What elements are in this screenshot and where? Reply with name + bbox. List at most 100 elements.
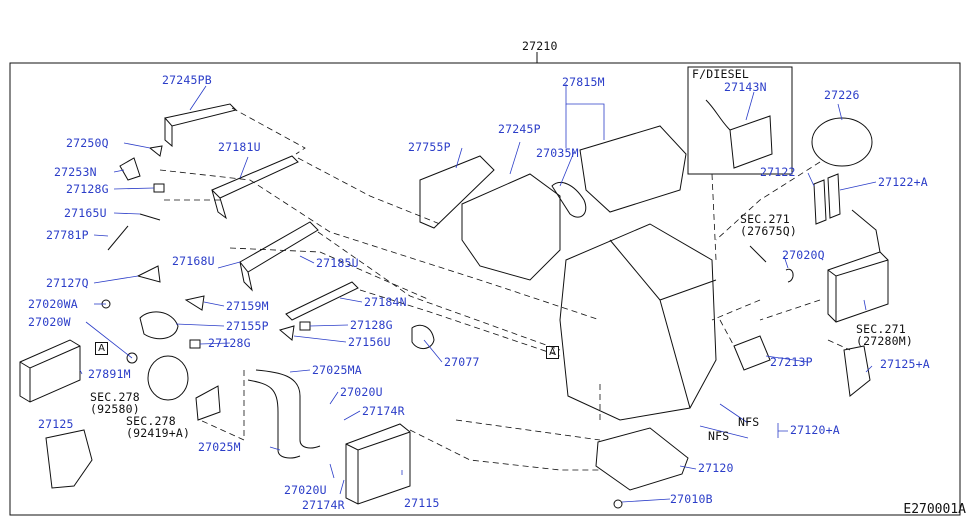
part-sec271-pipe: [851, 209, 881, 253]
dashed-guide-lines: [159, 107, 851, 471]
label-27020U-b[interactable]: 27020U: [284, 483, 327, 497]
label-27174R-a[interactable]: 27174R: [362, 404, 405, 418]
label-sec271-a[interactable]: SEC.271: [740, 212, 790, 226]
label-27120[interactable]: 27120: [698, 461, 734, 475]
label-sec278-a-ref: (92580): [90, 402, 140, 416]
figure-id: E270001A: [903, 502, 966, 517]
label-27250Q[interactable]: 27250Q: [66, 136, 109, 150]
part-sec278-bracket: [195, 385, 221, 421]
part-sec271-valve: [749, 245, 767, 263]
label-27891M[interactable]: 27891M: [88, 367, 131, 381]
label-27185U[interactable]: 27185U: [316, 256, 359, 270]
part-27781P: [107, 225, 129, 251]
part-27127Q: [136, 265, 161, 283]
marker-a-center: A: [546, 346, 559, 359]
diagram-frame: [9, 62, 961, 516]
marker-a-left: A: [95, 342, 108, 355]
part-27815M: [579, 125, 687, 213]
label-27025M[interactable]: 27025M: [198, 440, 241, 454]
label-27128G-a[interactable]: 27128G: [66, 182, 109, 196]
label-27181U[interactable]: 27181U: [218, 140, 261, 154]
label-27128G-c[interactable]: 27128G: [350, 318, 393, 332]
part-27253N: [119, 157, 141, 181]
label-27025MA[interactable]: 27025MA: [312, 363, 362, 377]
part-27165U: [139, 213, 161, 221]
label-27155P[interactable]: 27155P: [226, 319, 269, 333]
label-27020Q[interactable]: 27020Q: [782, 248, 825, 262]
part-27010B: [613, 499, 623, 509]
label-27115[interactable]: 27115: [404, 496, 440, 510]
label-f-diesel: F/DIESEL: [692, 67, 749, 81]
leader-lines: [79, 84, 877, 503]
part-27025M: [247, 379, 301, 459]
label-27120A[interactable]: 27120+A: [790, 423, 840, 437]
part-27181U: [211, 155, 299, 220]
label-27174R-b[interactable]: 27174R: [302, 498, 345, 512]
part-27122: [813, 179, 827, 225]
part-27128G-b: [189, 339, 201, 349]
label-sec271-a-ref: (27675Q): [740, 224, 797, 238]
label-27815M[interactable]: 27815M: [562, 75, 605, 89]
label-27125[interactable]: 27125: [38, 417, 74, 431]
label-nfs-2: NFS: [708, 429, 730, 443]
label-27156U[interactable]: 27156U: [348, 335, 391, 349]
part-27035M: [551, 182, 587, 218]
diesel-inset-box: [687, 66, 793, 175]
part-27115: [345, 423, 411, 505]
label-27128G-b[interactable]: 27128G: [208, 336, 251, 350]
label-27035M[interactable]: 27035M: [536, 146, 579, 160]
label-27159M[interactable]: 27159M: [226, 299, 269, 313]
part-27128G-c: [299, 321, 311, 331]
part-27125: [45, 429, 93, 489]
label-27226[interactable]: 27226: [824, 88, 860, 102]
label-27165U[interactable]: 27165U: [64, 206, 107, 220]
part-27020Q: [785, 268, 794, 283]
label-27253N[interactable]: 27253N: [54, 165, 97, 179]
label-27143N[interactable]: 27143N: [724, 80, 767, 94]
part-27025MA: [255, 369, 321, 449]
label-27245P[interactable]: 27245P: [498, 122, 541, 136]
part-27077: [411, 324, 435, 349]
part-27155P: [139, 311, 179, 340]
label-27020W[interactable]: 27020W: [28, 315, 71, 329]
part-27120A-unit: [559, 223, 717, 421]
label-27755P[interactable]: 27755P: [408, 140, 451, 154]
label-27184N[interactable]: 27184N: [364, 295, 407, 309]
label-sec278-b-ref: (92419+A): [126, 426, 191, 440]
label-nfs-1: NFS: [738, 415, 760, 429]
part-27122A: [827, 173, 841, 219]
label-27213P[interactable]: 27213P: [770, 355, 813, 369]
label-27127Q[interactable]: 27127Q: [46, 276, 89, 290]
part-27245P: [461, 173, 561, 281]
label-27210: 27210: [522, 39, 558, 53]
label-27122A[interactable]: 27122+A: [878, 175, 928, 189]
part-27226: [811, 117, 873, 167]
label-27168U[interactable]: 27168U: [172, 254, 215, 268]
part-27125A: [843, 345, 871, 397]
label-27077[interactable]: 27077: [444, 355, 480, 369]
label-sec271-b[interactable]: SEC.271: [856, 322, 906, 336]
label-27122[interactable]: 27122: [760, 165, 796, 179]
label-sec278-a[interactable]: SEC.278: [90, 390, 140, 404]
part-27020W: [126, 352, 138, 364]
label-27020WA[interactable]: 27020WA: [28, 297, 78, 311]
part-sec278-motor: [147, 355, 189, 401]
part-sec271-evaporator: [827, 251, 889, 323]
part-27128G-a: [153, 183, 165, 193]
part-27755P: [419, 155, 495, 229]
part-27213P: [733, 335, 771, 371]
part-27184N: [285, 281, 359, 321]
part-27250Q: [148, 145, 163, 157]
part-27159M: [184, 295, 205, 311]
label-27781P[interactable]: 27781P: [46, 228, 89, 242]
label-27245PB[interactable]: 27245PB: [162, 73, 212, 87]
part-27185U: [239, 221, 319, 292]
label-sec271-b-ref: (27280M): [856, 334, 913, 348]
label-sec278-b[interactable]: SEC.278: [126, 414, 176, 428]
label-27010B[interactable]: 27010B: [670, 492, 713, 506]
label-27125A[interactable]: 27125+A: [880, 357, 930, 371]
label-27020U-a[interactable]: 27020U: [340, 385, 383, 399]
part-27156U: [278, 325, 295, 341]
